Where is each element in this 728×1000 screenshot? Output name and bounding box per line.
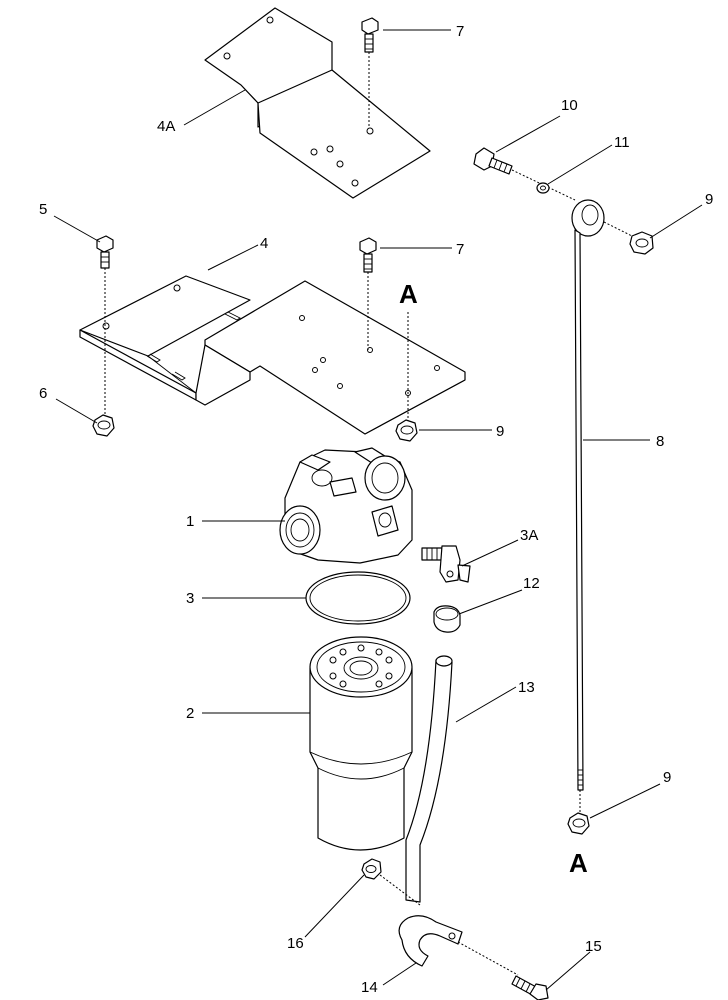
callout-4a: 4A — [157, 118, 175, 135]
callout-9-upper: 9 — [705, 191, 713, 208]
nut-6 — [92, 414, 115, 437]
eye-rod-8 — [571, 199, 637, 815]
callout-1: 1 — [186, 513, 194, 530]
callout-13: 13 — [518, 679, 535, 696]
callout-7-lower: 7 — [456, 241, 464, 258]
nut-9-upper — [629, 231, 654, 255]
bracket-4 — [79, 275, 466, 435]
o-ring-3 — [305, 571, 411, 625]
nut-9-bracket — [395, 312, 418, 442]
nut-16 — [361, 858, 421, 906]
leader-lines — [53, 29, 703, 991]
reference-mark-a-top: A — [399, 279, 418, 309]
callout-12: 12 — [523, 575, 540, 592]
bolt-5 — [96, 235, 114, 420]
reference-mark-a-bottom: A — [569, 848, 588, 878]
callout-15: 15 — [585, 938, 602, 955]
filter-head-1 — [279, 447, 413, 564]
callout-5: 5 — [39, 201, 47, 218]
bolt-7-upper — [361, 17, 379, 128]
bolt-10 — [473, 147, 576, 201]
filter-cartridge-2 — [309, 636, 413, 851]
callout-8: 8 — [656, 433, 664, 450]
callout-2: 2 — [186, 705, 194, 722]
p-clip-14 — [398, 915, 519, 976]
hose-13 — [405, 655, 453, 903]
callout-3a: 3A — [520, 527, 538, 544]
drain-fitting-3a — [421, 545, 471, 583]
callout-14: 14 — [361, 979, 378, 996]
callout-3: 3 — [186, 590, 194, 607]
callout-10: 10 — [561, 97, 578, 114]
callout-9-lower: 9 — [663, 769, 671, 786]
callout-9-bracket: 9 — [496, 423, 504, 440]
washer-11 — [536, 182, 550, 194]
callout-labels: 1 2 3 3A 4 4A 5 6 7 7 8 9 9 9 10 11 12 1… — [39, 23, 713, 996]
bolt-7-lower — [359, 237, 377, 350]
bolt-15 — [511, 975, 549, 1000]
callout-6: 6 — [39, 385, 47, 402]
callout-7-upper: 7 — [456, 23, 464, 40]
nut-9-lower — [567, 812, 590, 835]
callout-4: 4 — [260, 235, 268, 252]
bracket-4a — [204, 7, 431, 199]
callout-16: 16 — [287, 935, 304, 952]
hose-clamp-12 — [433, 605, 461, 633]
callout-11: 11 — [614, 134, 630, 151]
